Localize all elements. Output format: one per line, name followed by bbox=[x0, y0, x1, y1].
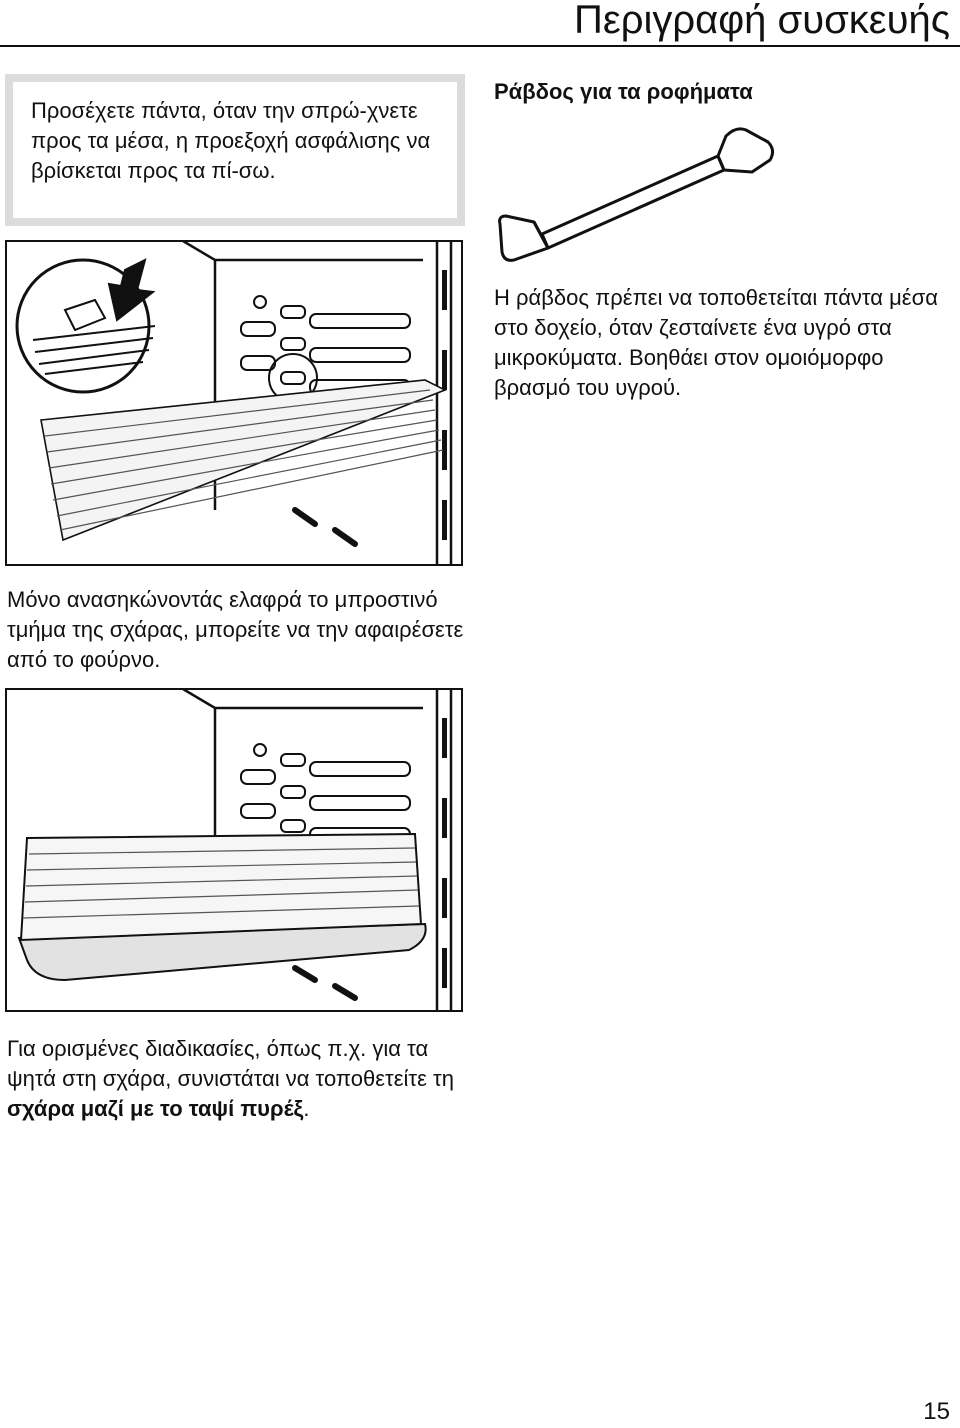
tray-section-text: Για ορισμένες διαδικασίες, όπως π.χ. για… bbox=[7, 1034, 467, 1124]
page-title: Περιγραφή συσκευής bbox=[573, 0, 950, 42]
rod-section-text: Η ράβδος πρέπει να τοποθετείται πάντα μέ… bbox=[494, 285, 938, 400]
oven-rack-with-tray-illustration bbox=[5, 688, 463, 1012]
grill-section-text: Μόνο ανασηκώνοντάς ελαφρά το μπροστινό τ… bbox=[7, 587, 464, 672]
note-text: Προσέχετε πάντα, όταν την σπρώ-χνετε προ… bbox=[13, 82, 457, 218]
note-box: Προσέχετε πάντα, όταν την σπρώ-χνετε προ… bbox=[5, 74, 465, 226]
tray-text-before: Για ορισμένες διαδικασίες, όπως π.χ. για… bbox=[7, 1036, 454, 1091]
push-arrow-icon bbox=[107, 258, 156, 322]
rod-section-heading: Ράβδος για τα ροφήματα bbox=[494, 79, 753, 104]
tray-text-after: . bbox=[303, 1096, 310, 1121]
page-number: 15 bbox=[923, 1398, 950, 1425]
oven-rack-illustration bbox=[5, 240, 463, 566]
stirring-rod-illustration bbox=[498, 127, 775, 262]
header-rule bbox=[0, 45, 960, 47]
tray-text-bold: σχάρα μαζί με το ταψί πυρέξ bbox=[7, 1096, 304, 1121]
